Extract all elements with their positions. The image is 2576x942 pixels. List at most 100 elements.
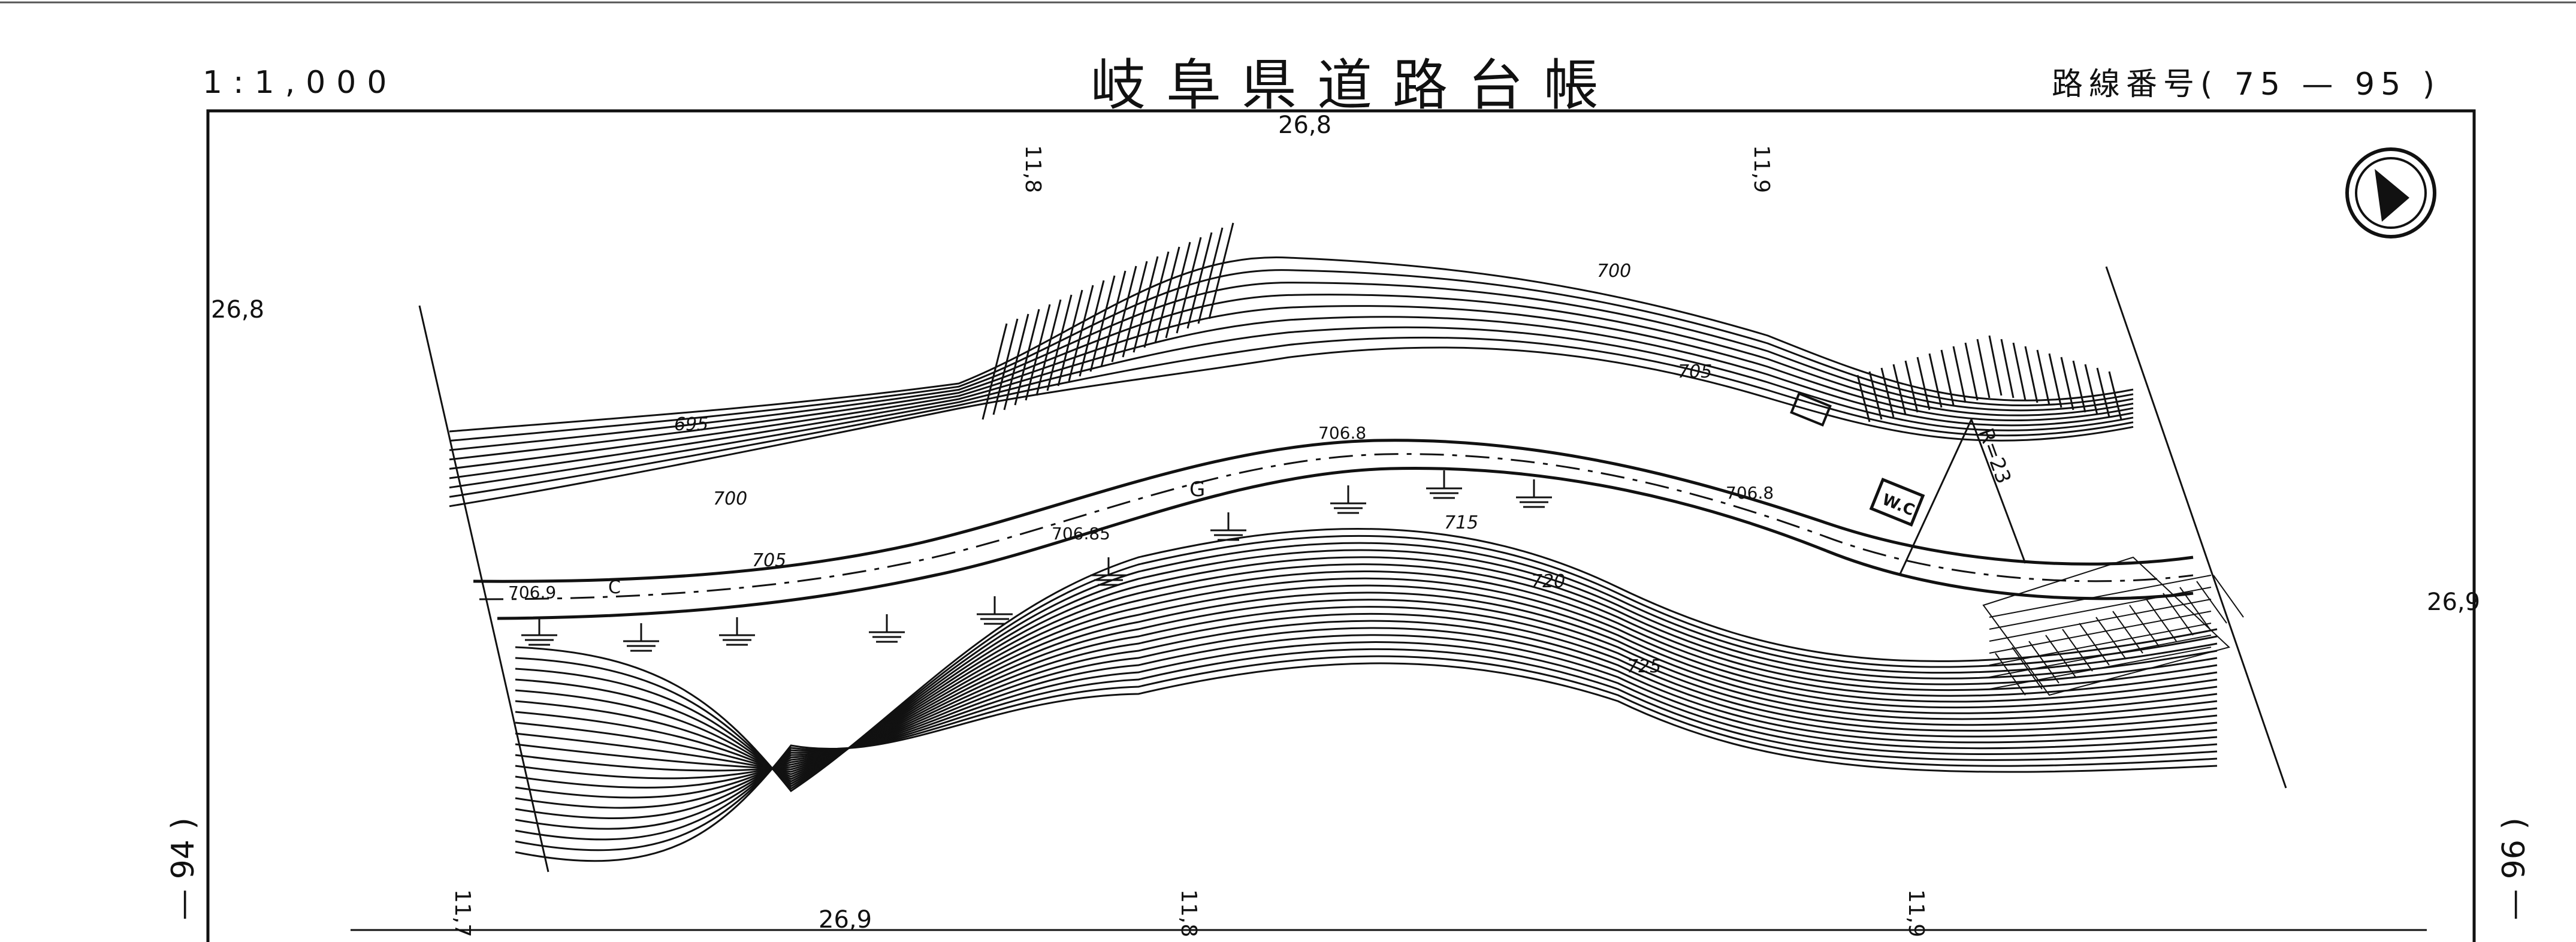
- contour-line: [515, 570, 2218, 778]
- contour-line: [515, 620, 2218, 799]
- hatch-line: [1025, 304, 1051, 401]
- hatch-line: [1079, 280, 1105, 377]
- contour-line: [515, 542, 2218, 787]
- map-frame: [206, 109, 2476, 942]
- hatch-line: [1989, 587, 2212, 630]
- hatch-line: [2213, 575, 2244, 618]
- hatch-line: [2062, 629, 2093, 672]
- contour-label-720: 720: [1531, 571, 1565, 592]
- sheet-title: 岐阜県道路台帳: [1091, 53, 1620, 117]
- hatch-line: [1892, 364, 1907, 415]
- hatch-line: [1143, 251, 1170, 348]
- hatch-line: [1916, 357, 1931, 410]
- contour-line: [515, 648, 2218, 841]
- crosshatch-area: [1982, 556, 2244, 696]
- north-arrow-icon: [2345, 147, 2436, 238]
- hatch-line: [1122, 261, 1148, 358]
- contour-line: [515, 655, 2218, 852]
- hatch-line: [1186, 232, 1213, 329]
- route-suffix: ): [2422, 67, 2441, 102]
- hatch-line: [1208, 222, 1234, 319]
- grid-label-right: 26,9: [2427, 588, 2480, 616]
- contour-line: [449, 336, 2134, 498]
- hatch-line: [1868, 371, 1883, 420]
- hatch-line: [1952, 346, 1967, 403]
- hatch-line: [1904, 360, 1919, 413]
- contour-line: [449, 269, 2134, 442]
- contour-line: [449, 316, 2134, 479]
- crosshatch-outline: [1982, 556, 2230, 696]
- hatch-line: [1165, 241, 1191, 339]
- contour-line: [515, 606, 2218, 780]
- road-code-c-west: C: [608, 577, 621, 598]
- contour-label-725: 725: [1627, 656, 1661, 677]
- hatch-line: [2112, 611, 2143, 654]
- elevation-label-2: 706.85: [1052, 524, 1110, 544]
- hatch-line: [2024, 346, 2039, 403]
- contour-line: [515, 662, 2218, 862]
- hatch-line: [1176, 237, 1202, 334]
- contour-line: [515, 599, 2218, 772]
- map-scale: 1:1,000: [203, 65, 398, 101]
- grid-label-bottom-mid: 26,9: [819, 906, 872, 934]
- contour-label-700-west: 700: [713, 488, 747, 509]
- hatch-line: [2012, 342, 2027, 401]
- elevation-label-4: 706.8: [1726, 483, 1774, 503]
- contour-line: [515, 627, 2218, 809]
- contour-line: [515, 528, 2218, 793]
- structure-box: [1790, 392, 1832, 427]
- contours-south: [515, 528, 2218, 862]
- contour-label-705-north: 705: [1678, 361, 1712, 382]
- contour-line: [449, 305, 2134, 470]
- contour-line: [449, 282, 2134, 451]
- hatch-line: [1197, 227, 1224, 324]
- hatch-line: [1856, 375, 1871, 422]
- section-line-right: [2105, 266, 2287, 789]
- hatch-line: [1940, 349, 1955, 406]
- hatch-line: [2084, 364, 2098, 415]
- hatch-line: [1035, 299, 1062, 396]
- hatch-line: [1976, 339, 1991, 398]
- contour-line: [515, 577, 2218, 775]
- road-code-g: G: [1189, 478, 1205, 502]
- contour-line: [515, 634, 2218, 820]
- hatch-line: [1989, 647, 2212, 690]
- hatch-line: [2028, 641, 2059, 684]
- grid-label-left: 26,8: [211, 296, 264, 324]
- elevation-label-3: 706.8: [1318, 423, 1366, 443]
- contour-line: [515, 535, 2218, 790]
- cliff-hatching-east: [1856, 335, 2122, 422]
- hatch-line: [1964, 342, 1979, 401]
- hatch-line: [2179, 587, 2210, 630]
- contour-label-700-north: 700: [1597, 261, 1631, 282]
- hatch-line: [2163, 593, 2194, 636]
- hatch-line: [2000, 339, 2015, 398]
- hatch-line: [2048, 353, 2062, 408]
- hatch-line: [1989, 623, 2212, 666]
- hatch-line: [1046, 294, 1073, 391]
- grid-label-top-left: 11,8: [1020, 145, 1045, 193]
- hatch-line: [1014, 309, 1040, 406]
- hatch-line: [1154, 246, 1180, 343]
- hatch-line: [2045, 635, 2076, 678]
- hatch-line: [982, 323, 1008, 420]
- hatch-line: [1989, 635, 2212, 678]
- hatch-line: [1100, 270, 1127, 367]
- contour-line: [515, 556, 2218, 783]
- hatch-line: [1068, 285, 1094, 382]
- contour-line: [515, 612, 2218, 789]
- hatch-line: [1057, 289, 1083, 387]
- contour-label-695: 695: [674, 414, 708, 435]
- elevation-label-1: 706.9: [508, 582, 556, 602]
- contour-line: [515, 563, 2218, 780]
- hatch-line: [2129, 605, 2160, 648]
- contours-north: [449, 256, 2134, 508]
- grid-label-top-right: 11,9: [1749, 145, 1774, 193]
- contour-line: [515, 641, 2218, 830]
- hatch-line: [1989, 599, 2212, 642]
- contour-line: [515, 584, 2218, 773]
- hatch-line: [1928, 353, 1943, 408]
- contour-line: [449, 294, 2134, 461]
- hatch-line: [2072, 360, 2086, 413]
